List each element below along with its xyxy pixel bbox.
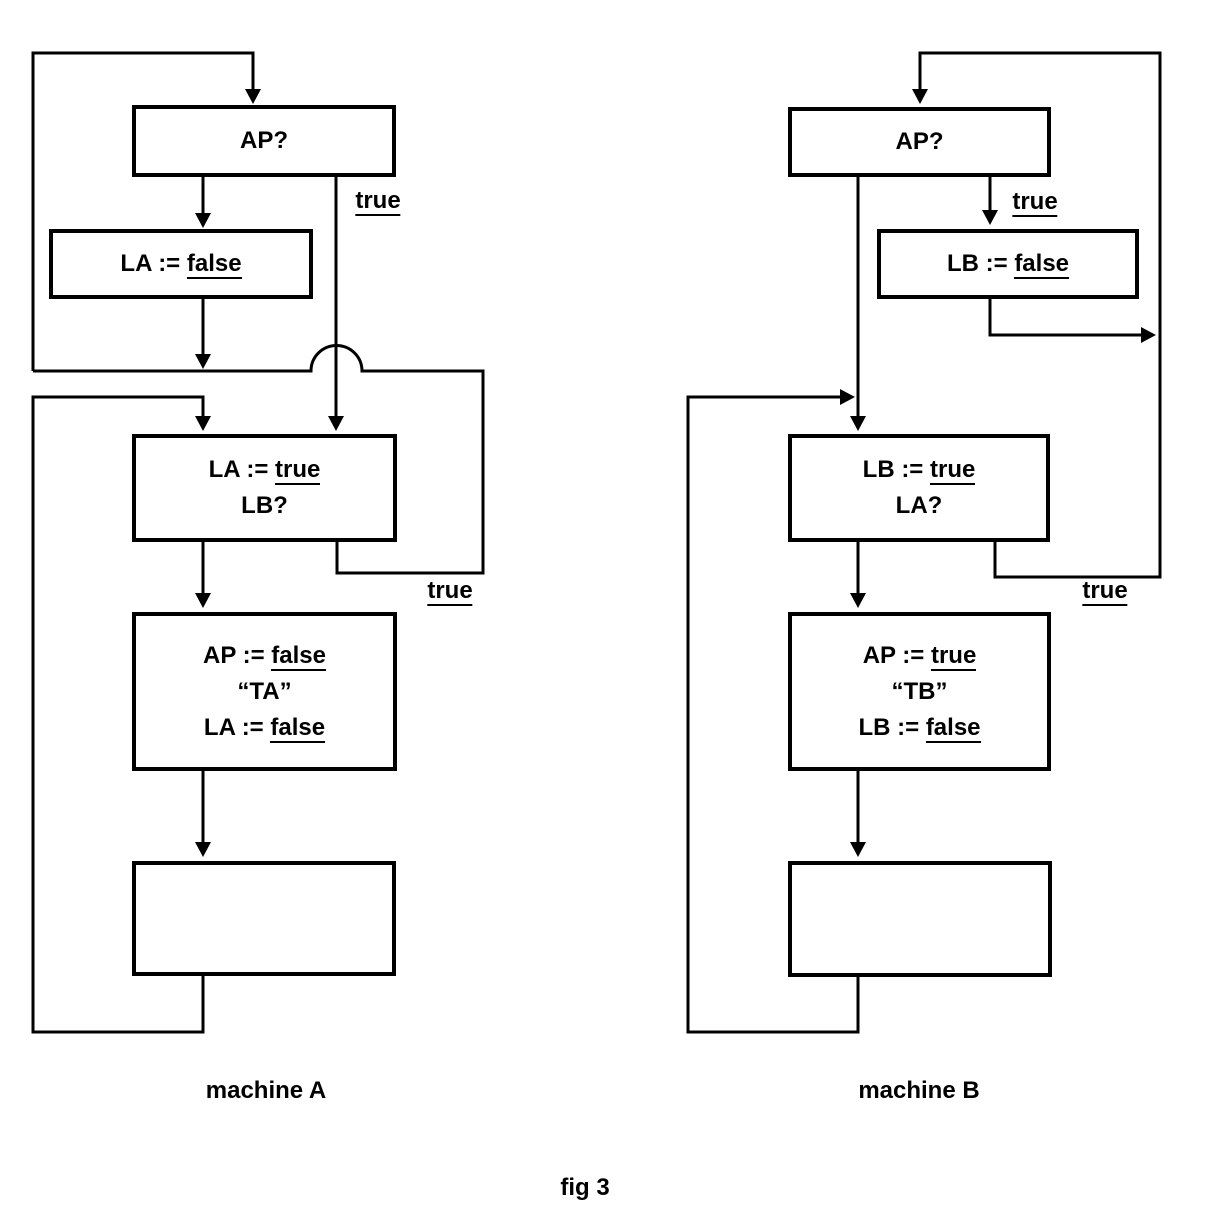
edge-label-a-lb-true: true bbox=[427, 577, 473, 606]
machine-a-connectors bbox=[31, 51, 485, 1034]
box-text-line: LA? bbox=[895, 492, 943, 519]
machine-b-connectors bbox=[686, 51, 1162, 1034]
a-inner-loop bbox=[31, 395, 205, 1034]
arrowhead bbox=[195, 593, 211, 608]
arrowhead bbox=[195, 213, 211, 228]
b-lbfalse-merge bbox=[988, 298, 1151, 337]
arrowhead bbox=[850, 593, 866, 608]
box-text-line: “TA” bbox=[237, 677, 292, 705]
a-outer-loop bbox=[31, 51, 255, 371]
box-text-line: LB? bbox=[241, 492, 288, 519]
figure-caption: fig 3 bbox=[560, 1174, 610, 1201]
box-text-line: AP := true bbox=[862, 641, 977, 671]
b-inner-loop bbox=[686, 395, 860, 1034]
arrowhead bbox=[850, 842, 866, 857]
arrowhead bbox=[195, 416, 211, 431]
box-b-lb-false: LB := false bbox=[877, 229, 1139, 299]
arrowhead bbox=[328, 416, 344, 431]
box-a-critical-section: AP := false “TA” LA := false bbox=[132, 612, 397, 771]
box-a-la-false: LA := false bbox=[49, 229, 313, 299]
box-text-line: LB := false bbox=[946, 250, 1070, 279]
box-text-line: AP? bbox=[240, 127, 288, 154]
box-b-critical-section: AP := true “TB” LB := false bbox=[788, 612, 1051, 771]
box-text-line: AP := false bbox=[203, 641, 326, 671]
arrowhead bbox=[1141, 327, 1156, 343]
box-text-line: LB := true bbox=[862, 456, 976, 485]
arrowhead bbox=[982, 210, 998, 225]
machine-b-label: machine B bbox=[858, 1077, 980, 1104]
arrowhead bbox=[245, 89, 261, 104]
arrowhead bbox=[850, 416, 866, 431]
a-junction-bridge-loop bbox=[33, 344, 485, 575]
arrowhead bbox=[195, 354, 211, 369]
arrowhead bbox=[840, 389, 855, 405]
arrowhead bbox=[912, 89, 928, 104]
edge-label-a-ap-true: true bbox=[355, 187, 401, 216]
box-text-line: LB := false bbox=[858, 713, 981, 743]
box-text-line: LA := false bbox=[120, 250, 242, 279]
machine-a-label: machine A bbox=[205, 1077, 327, 1104]
box-text-line: AP? bbox=[895, 128, 944, 155]
box-text-line: LA := true bbox=[208, 456, 321, 485]
box-b-test-ap: AP? bbox=[788, 107, 1051, 177]
box-a-test-ap: AP? bbox=[132, 105, 396, 177]
b-right-true-loop bbox=[918, 51, 1162, 579]
box-a-remainder bbox=[132, 861, 396, 976]
box-b-lb-true-la: LB := true LA? bbox=[788, 434, 1050, 542]
box-b-remainder bbox=[788, 861, 1052, 977]
arrowhead bbox=[195, 842, 211, 857]
box-a-la-true-lb: LA := true LB? bbox=[132, 434, 397, 542]
box-text-line: “TB” bbox=[891, 677, 948, 705]
edge-label-b-ap-true: true bbox=[1012, 188, 1058, 217]
edge-label-b-la-true: true bbox=[1082, 577, 1128, 606]
box-text-line: LA := false bbox=[203, 713, 326, 743]
